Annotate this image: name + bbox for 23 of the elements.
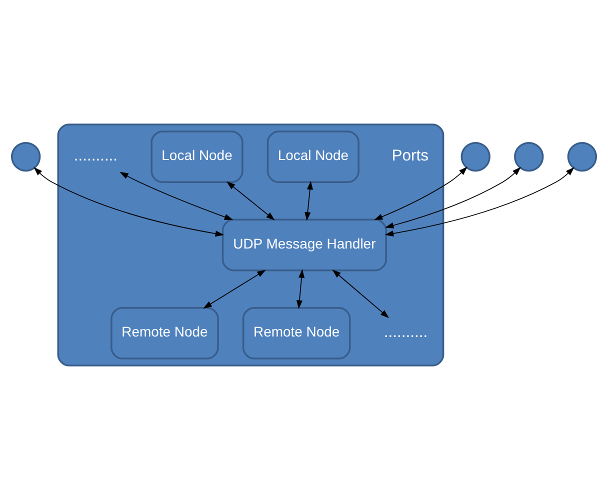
arrow — [120, 172, 234, 220]
arrow — [304, 180, 313, 221]
arrow — [384, 166, 521, 228]
arrow — [384, 167, 574, 236]
node-text: .......... — [74, 148, 118, 165]
node-box: Remote Node — [110, 307, 219, 360]
node-box: Local Node — [150, 130, 244, 183]
arrow — [296, 269, 305, 310]
arrow — [226, 181, 275, 220]
arrow — [332, 270, 390, 318]
node-box: Remote Node — [242, 307, 351, 360]
node-circle — [11, 142, 41, 172]
node-box: Local Node — [266, 130, 360, 183]
node-circle — [460, 142, 490, 172]
arrow — [374, 166, 468, 220]
node-box: UDP Message Handler — [222, 218, 387, 272]
arrow — [34, 167, 224, 237]
node-circle — [514, 142, 544, 172]
node-text: .......... — [384, 324, 428, 342]
cluster — [57, 124, 444, 366]
arrow — [203, 270, 266, 309]
node-circle — [567, 142, 597, 172]
label: Ports — [392, 148, 428, 165]
